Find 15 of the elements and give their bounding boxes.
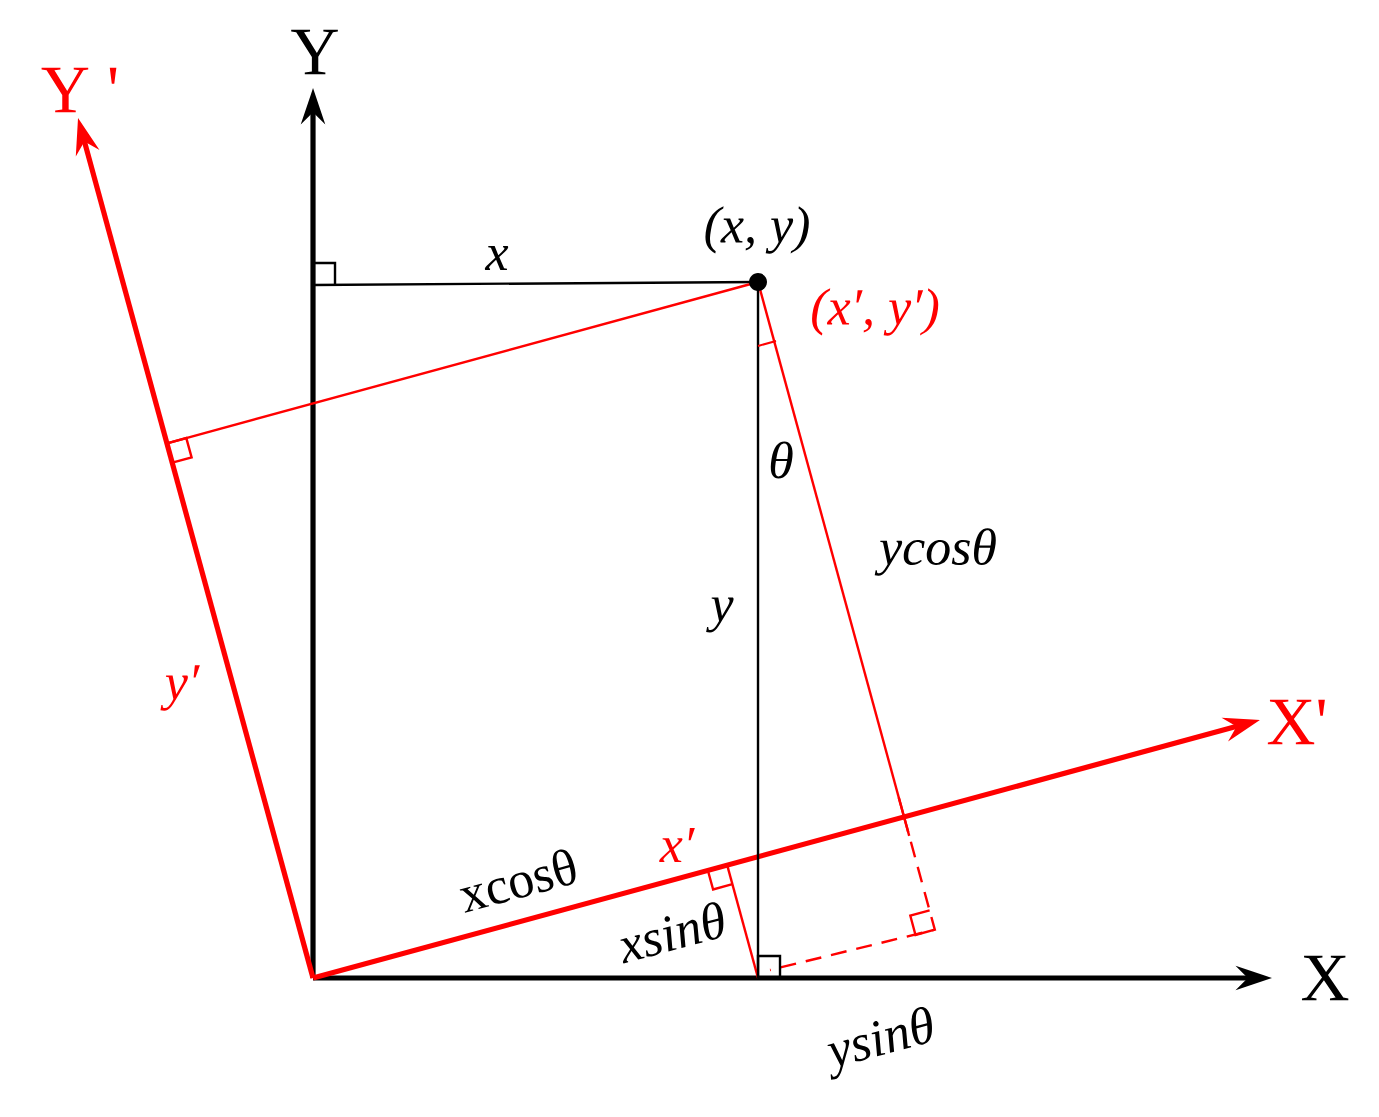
math-label: (x′, y′)	[812, 288, 939, 336]
axis-label: X'	[1267, 699, 1325, 745]
rotated-label: ysinθ	[827, 1007, 932, 1080]
axis-label: X	[1301, 955, 1349, 1001]
axis-label: Y	[291, 29, 338, 75]
axis-label: Y '	[41, 67, 117, 113]
math-label: x′	[659, 827, 695, 862]
rotated-label: xsinθ	[620, 902, 724, 964]
math-label: θ	[770, 441, 793, 479]
math-label: ycosθ	[874, 528, 996, 576]
math-label: (x, y)	[705, 206, 809, 254]
math-label: y	[706, 597, 734, 633]
math-label: xcosθ	[459, 849, 576, 913]
math-label: y′	[160, 665, 200, 711]
math-label: x	[484, 246, 509, 270]
